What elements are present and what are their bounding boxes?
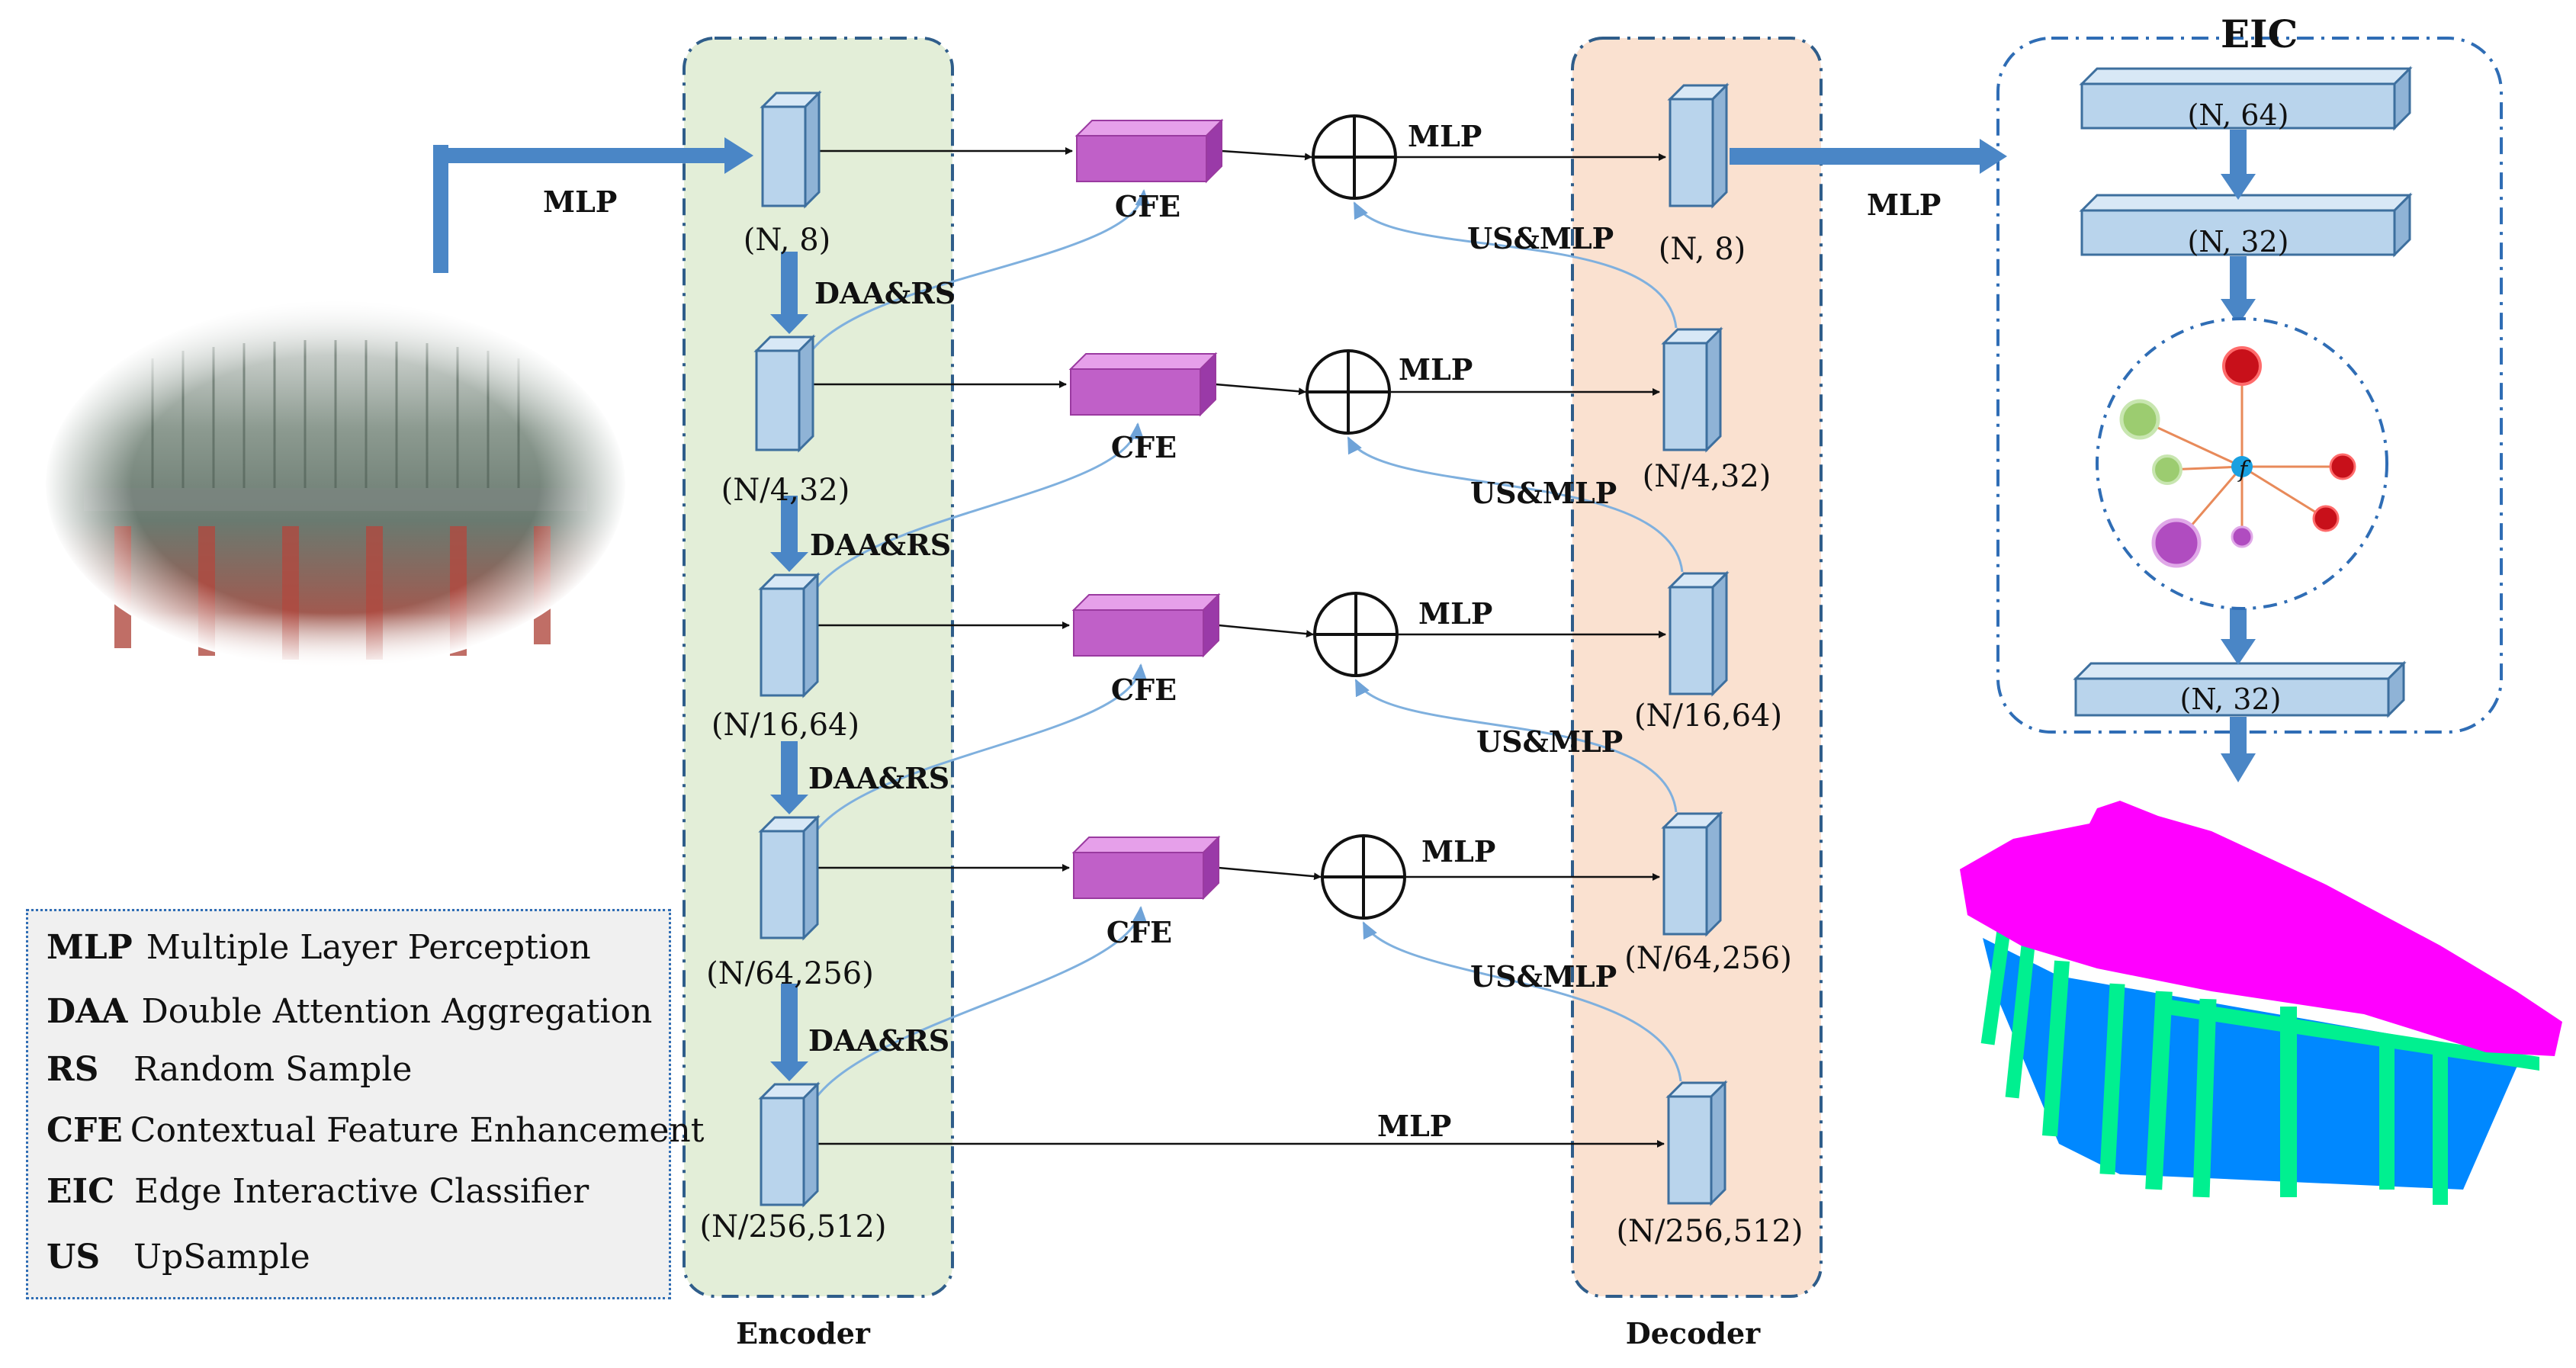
encoder-dim-1: (N, 8) bbox=[744, 223, 831, 258]
us-mlp-label-4: US&MLP bbox=[1470, 959, 1617, 994]
cfe-block-1 bbox=[1074, 118, 1224, 184]
decoder-to-eic-arrow bbox=[1730, 139, 2007, 174]
mlp-label-3: MLP bbox=[1418, 596, 1492, 631]
decoder-block-4 bbox=[1661, 811, 1723, 937]
decoder-block-3 bbox=[1667, 570, 1730, 697]
cfe-block-4 bbox=[1071, 835, 1221, 901]
legend-desc: Contextual Feature Enhancement bbox=[130, 1111, 705, 1150]
encoder-block-3 bbox=[758, 572, 821, 698]
legend-abbr: CFE bbox=[47, 1111, 123, 1150]
eic-title: EIC bbox=[2221, 11, 2298, 56]
encoder-dim-3: (N/16,64) bbox=[711, 708, 859, 743]
mlp-label-1: MLP bbox=[1408, 119, 1482, 153]
legend-desc: Random Sample bbox=[133, 1050, 413, 1089]
decoder-block-5 bbox=[1665, 1080, 1728, 1206]
legend-item: RS Random Sample bbox=[47, 1050, 412, 1089]
decoder-dim-1: (N, 8) bbox=[1659, 232, 1746, 267]
legend-desc: Multiple Layer Perception bbox=[146, 928, 591, 967]
legend-abbr: EIC bbox=[47, 1172, 115, 1211]
sum-node-1 bbox=[1312, 114, 1397, 200]
daa-rs-arrow bbox=[781, 984, 798, 1063]
eic-block-1: (N, 64) bbox=[2079, 66, 2413, 132]
eic-dim-1: (N, 64) bbox=[2188, 98, 2289, 132]
cfe-label-3: CFE bbox=[1111, 673, 1177, 707]
legend-item: MLP Multiple Layer Perception bbox=[47, 928, 591, 967]
legend-item: DAA Double Attention Aggregation bbox=[47, 992, 652, 1031]
encoder-block-4 bbox=[758, 814, 821, 941]
output-segmentation-image bbox=[1960, 801, 2562, 1205]
daa-rs-label: DAA&RS bbox=[814, 276, 956, 310]
legend-desc: Edge Interactive Classifier bbox=[134, 1172, 589, 1211]
edge-interaction-graph: f bbox=[2096, 317, 2388, 610]
decoder-dim-2: (N/4,32) bbox=[1643, 459, 1771, 494]
input-point-cloud-image bbox=[44, 300, 627, 669]
daa-rs-label: DAA&RS bbox=[808, 1023, 949, 1058]
encoder-dim-5: (N/256,512) bbox=[699, 1209, 886, 1244]
us-mlp-label-1: US&MLP bbox=[1467, 221, 1614, 255]
cfe-label-4: CFE bbox=[1107, 915, 1172, 949]
legend-abbr: RS bbox=[47, 1050, 99, 1089]
legend-desc: UpSample bbox=[133, 1238, 310, 1276]
mlp-label-2: MLP bbox=[1399, 352, 1473, 387]
mlp-label-4: MLP bbox=[1421, 834, 1495, 869]
legend-abbr: MLP bbox=[47, 928, 133, 967]
encoder-dim-4: (N/64,256) bbox=[706, 956, 874, 991]
cfe-label-2: CFE bbox=[1111, 430, 1177, 464]
decoder-dim-5: (N/256,512) bbox=[1616, 1214, 1803, 1249]
sum-node-4 bbox=[1321, 834, 1406, 920]
us-mlp-label-3: US&MLP bbox=[1476, 724, 1623, 759]
encoder-block-2 bbox=[753, 334, 816, 453]
daa-rs-arrow bbox=[781, 496, 798, 554]
daa-rs-label: DAA&RS bbox=[808, 761, 949, 795]
input-arrow bbox=[433, 137, 753, 273]
cfe-label-1: CFE bbox=[1115, 189, 1180, 223]
bottom-mlp-label: MLP bbox=[1377, 1109, 1451, 1143]
encoder-caption: Encoder bbox=[736, 1316, 871, 1350]
daa-rs-label: DAA&RS bbox=[810, 528, 951, 562]
legend-desc: Double Attention Aggregation bbox=[141, 992, 653, 1031]
decoder-dim-4: (N/64,256) bbox=[1624, 941, 1792, 976]
sum-node-3 bbox=[1313, 592, 1399, 677]
daa-rs-arrow bbox=[781, 252, 798, 316]
encoder-dim-2: (N/4,32) bbox=[721, 473, 850, 508]
eic-mlp-label: MLP bbox=[1867, 188, 1941, 222]
cfe-block-3 bbox=[1071, 592, 1221, 658]
eic-block-3: (N, 32) bbox=[2073, 660, 2407, 718]
legend-abbr: DAA bbox=[47, 992, 128, 1031]
eic-dim-2: (N, 32) bbox=[2188, 225, 2289, 259]
eic-dim-3: (N, 32) bbox=[2180, 682, 2282, 716]
encoder-block-1 bbox=[760, 90, 822, 209]
legend-item: EIC Edge Interactive Classifier bbox=[47, 1172, 589, 1211]
decoder-caption: Decoder bbox=[1626, 1316, 1761, 1350]
legend-box: MLP Multiple Layer Perception DAA Double A… bbox=[26, 909, 704, 1299]
us-mlp-label-2: US&MLP bbox=[1470, 476, 1617, 510]
encoder-block-5 bbox=[758, 1081, 821, 1208]
eic-down-arrows bbox=[2221, 130, 2256, 782]
input-mlp-label: MLP bbox=[543, 185, 617, 219]
decoder-block-1 bbox=[1667, 82, 1730, 209]
eic-block-2: (N, 32) bbox=[2079, 192, 2413, 259]
legend-item: US UpSample bbox=[47, 1238, 310, 1276]
daa-rs-arrow bbox=[781, 741, 798, 796]
sum-node-2 bbox=[1306, 349, 1391, 435]
cfe-block-2 bbox=[1068, 352, 1218, 417]
legend-abbr: US bbox=[47, 1238, 101, 1276]
decoder-dim-3: (N/16,64) bbox=[1634, 698, 1782, 734]
decoder-block-2 bbox=[1661, 326, 1723, 453]
